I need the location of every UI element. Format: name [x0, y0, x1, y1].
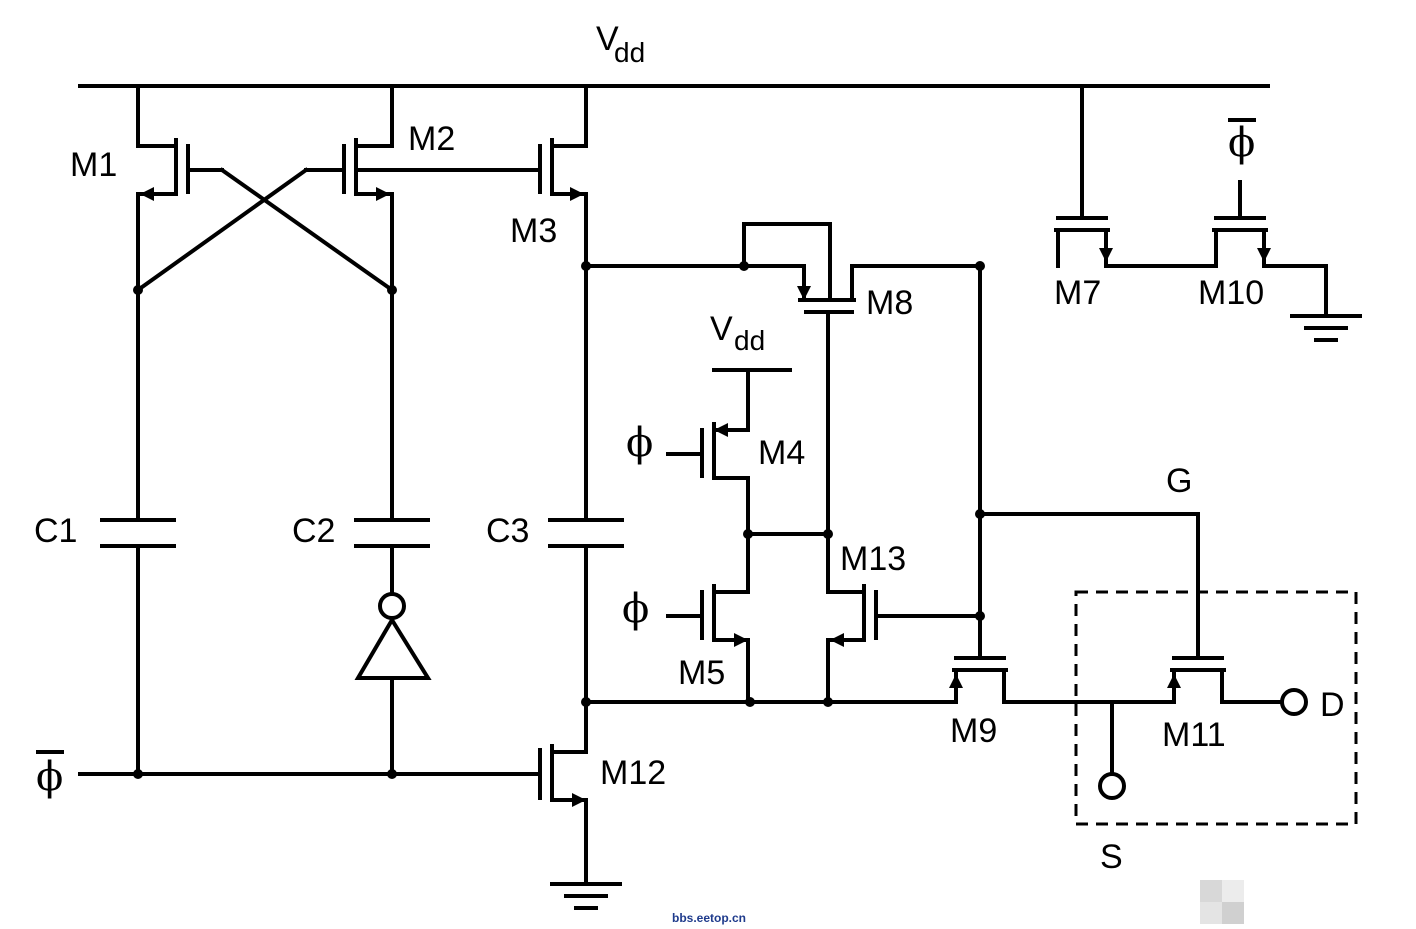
phi-bar-label-left: ϕ — [36, 754, 63, 800]
bottom-node-wire — [581, 697, 952, 707]
m10-label: M10 — [1198, 274, 1264, 312]
phi-bar-input — [36, 750, 542, 779]
m2-label: M2 — [408, 120, 455, 158]
source-terminal — [1098, 700, 1126, 800]
transistor-m5 — [666, 584, 750, 704]
m13-label: M13 — [840, 540, 906, 578]
transistor-m11 — [1167, 656, 1284, 704]
transistor-m3 — [538, 84, 588, 520]
qr-placeholder — [1200, 880, 1244, 924]
c3-label: C3 — [486, 512, 529, 550]
ground-m12 — [550, 882, 622, 910]
watermark-text: bbs.eetop.cn — [672, 911, 746, 925]
vdd-label: V — [596, 20, 619, 58]
vdd-label-sub: dd — [614, 37, 645, 68]
ground-m10 — [1290, 314, 1362, 342]
s-label: S — [1100, 838, 1123, 876]
transistor-m7 — [1054, 84, 1218, 268]
m11-label: M11 — [1162, 716, 1226, 754]
d-label: D — [1320, 686, 1345, 724]
drain-terminal — [1280, 688, 1308, 716]
transistor-m8 — [797, 264, 982, 594]
transistor-m10 — [1212, 118, 1328, 316]
m4-m5-node — [743, 529, 833, 539]
top-node-wire — [581, 222, 832, 302]
c1-label: C1 — [34, 512, 77, 550]
transistor-m9 — [948, 656, 1174, 704]
transistor-m12 — [538, 744, 588, 886]
phi-label-m4: ϕ — [626, 420, 653, 466]
transistor-m2 — [304, 84, 394, 201]
capacitor-c3 — [548, 518, 624, 754]
m12-label: M12 — [600, 754, 666, 792]
capacitor-c1 — [100, 518, 176, 776]
m3-label: M3 — [510, 212, 557, 250]
cross-coupling-wires — [133, 167, 397, 520]
m9-label: M9 — [950, 712, 997, 750]
transistor-m1 — [136, 84, 224, 201]
transistor-m4 — [666, 422, 750, 594]
transistor-m13 — [826, 584, 982, 704]
phi-bar-label-m10: ϕ — [1228, 120, 1255, 166]
switch-box — [1074, 590, 1358, 826]
c2-label: C2 — [292, 512, 335, 550]
vdd-m4-label-sub: dd — [734, 325, 765, 356]
m4-label: M4 — [758, 434, 805, 472]
capacitor-c2 — [354, 518, 430, 594]
g-label: G — [1166, 462, 1192, 500]
vdd-m4-label: V — [710, 310, 733, 348]
inverter — [354, 592, 432, 776]
m7-label: M7 — [1054, 274, 1101, 312]
m1-label: M1 — [70, 146, 117, 184]
phi-label-m5: ϕ — [622, 586, 649, 632]
gate-node-wire — [975, 261, 1200, 660]
vdd-m4-rail — [712, 368, 792, 432]
m8-label: M8 — [866, 284, 913, 322]
m5-label: M5 — [678, 654, 725, 692]
